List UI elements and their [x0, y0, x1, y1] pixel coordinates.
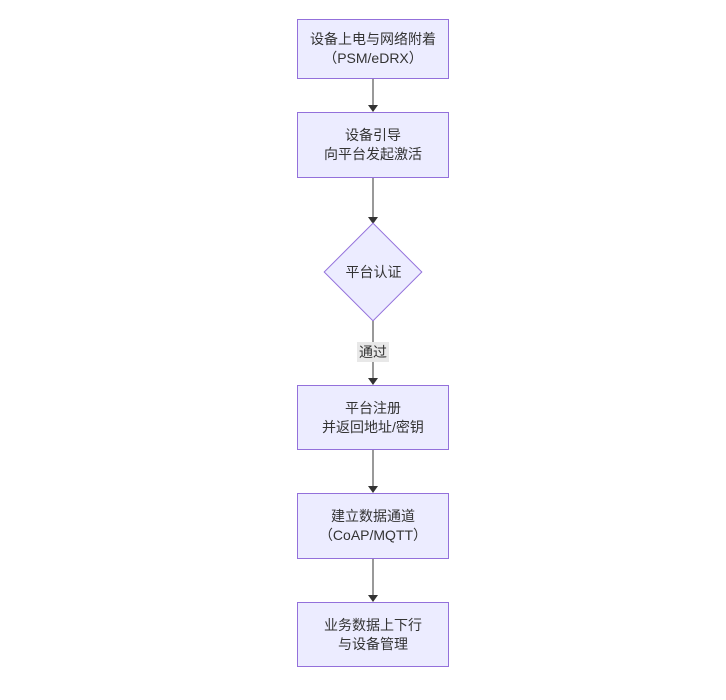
arrow-down-icon [368, 486, 378, 493]
node-label-line: 建立数据通道 [331, 508, 415, 524]
node-label-line: 向平台发起激活 [324, 146, 422, 162]
arrow-down-icon [368, 217, 378, 224]
node-label-line: （PSM/eDRX） [323, 50, 423, 66]
edge-line-a-b [372, 79, 374, 105]
edge-line-e-f [372, 559, 374, 595]
node-platform-auth-decision: 平台认证 [323, 222, 424, 322]
node-label-line: 设备引导 [345, 127, 401, 143]
node-label-line: 并返回地址/密钥 [322, 418, 424, 435]
arrow-down-icon [368, 378, 378, 385]
node-power-on-network-attach: 设备上电与网络附着 （PSM/eDRX） [297, 19, 449, 79]
node-device-bootstrap: 设备引导 向平台发起激活 [297, 112, 449, 178]
node-label-line: 平台注册 [345, 399, 401, 416]
node-business-data-device-mgmt: 业务数据上下行 与设备管理 [297, 602, 449, 667]
arrow-down-icon [368, 105, 378, 112]
node-label-line: 设备上电与网络附着 [310, 31, 436, 47]
edge-line-b-c [372, 178, 374, 217]
node-label-line: （CoAP/MQTT） [318, 527, 428, 543]
arrow-down-icon [368, 595, 378, 602]
node-label-line: 业务数据上下行 [324, 616, 422, 633]
node-data-channel: 建立数据通道 （CoAP/MQTT） [297, 493, 449, 559]
node-label-line: 平台认证 [345, 264, 402, 280]
edge-label-pass: 通过 [357, 342, 389, 362]
node-label-line: 与设备管理 [338, 635, 408, 652]
node-platform-register: 平台注册 并返回地址/密钥 [297, 385, 449, 450]
edge-line-d-e [372, 450, 374, 486]
